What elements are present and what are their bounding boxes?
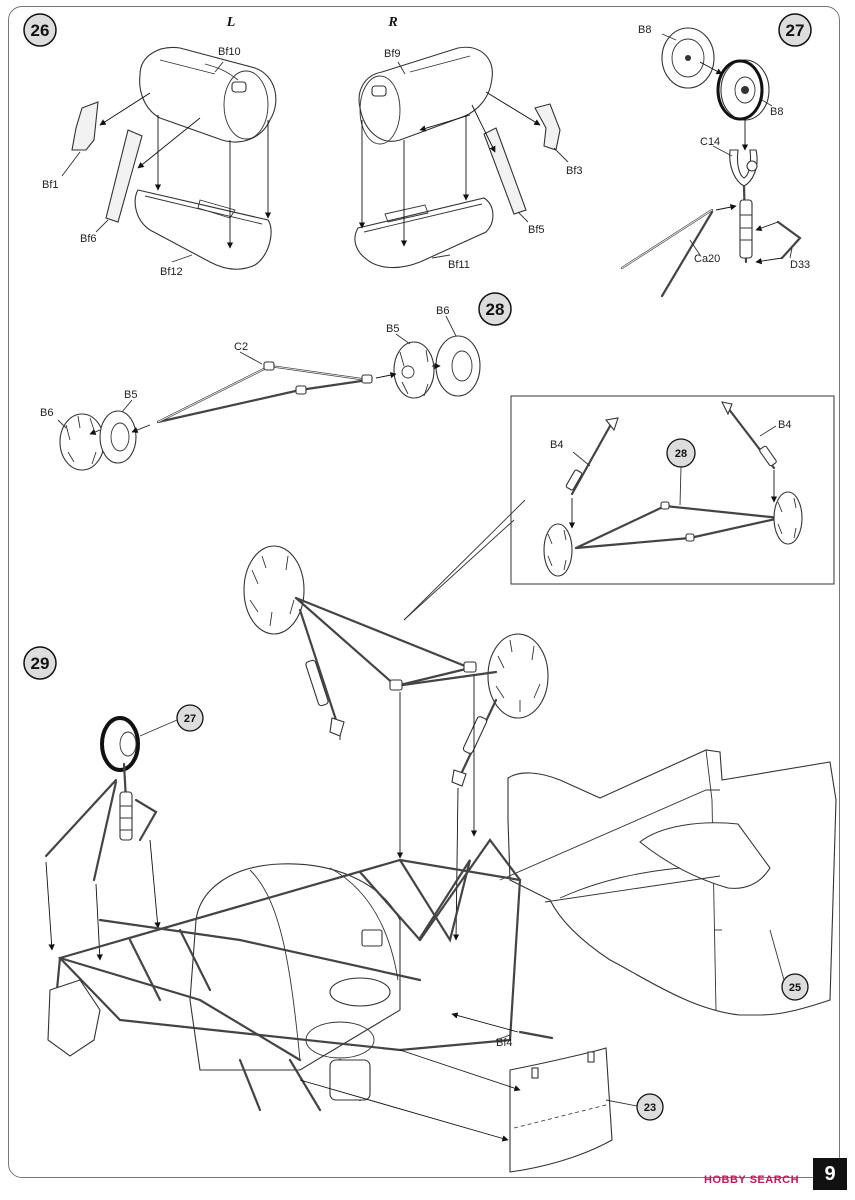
ref-27-badge <box>176 704 204 732</box>
part-bf3 <box>534 103 561 151</box>
part-bf1 <box>71 101 99 151</box>
tail-fork-c14 <box>729 149 758 187</box>
label-b5-right: B5 <box>386 323 399 335</box>
label-bf3: Bf3 <box>566 165 583 177</box>
left-wheel-b6 <box>59 413 105 471</box>
step-28-number: 28 <box>486 300 505 319</box>
step-29: 29 <box>23 545 837 1173</box>
inset-wheel-right <box>773 491 803 545</box>
step-29-number: 29 <box>31 654 50 673</box>
tank-lower-left-bf12 <box>134 189 272 270</box>
axle-c2 <box>156 361 373 424</box>
label-bf9: Bf9 <box>384 48 401 60</box>
label-b8-hub: B8 <box>638 24 651 36</box>
step-28: 28 <box>40 292 512 471</box>
tank-upper-left-bf10 <box>139 46 277 143</box>
ref-27: 27 <box>184 713 196 725</box>
ref-23-badge <box>636 1093 664 1121</box>
inset-strut-b4-right <box>721 401 777 470</box>
tank-lower-right-bf11 <box>354 197 494 269</box>
label-bf4: Bf4 <box>496 1037 513 1049</box>
step-26-number: 26 <box>31 21 50 40</box>
label-bf1: Bf1 <box>42 179 59 191</box>
step-27-badge <box>778 13 812 47</box>
label-ca20: Ca20 <box>694 253 720 265</box>
page-number: 9 <box>813 1158 847 1190</box>
ref-23: 23 <box>644 1102 656 1114</box>
right-side-label: R <box>387 15 397 30</box>
inset-strut-b4-left <box>565 417 619 496</box>
part-bf4 <box>518 1030 554 1040</box>
label-bf12: Bf12 <box>160 266 183 278</box>
label-bf5: Bf5 <box>528 224 545 236</box>
label-bf11: Bf11 <box>448 259 470 271</box>
tank-upper-right-bf9 <box>358 46 493 145</box>
tail-wheel-assembly <box>44 716 158 882</box>
label-b6-right: B6 <box>436 305 449 317</box>
label-b8-tyre: B8 <box>770 106 783 118</box>
inset-panel: 28 <box>403 395 835 621</box>
fuselage <box>499 749 837 1016</box>
access-panel <box>509 1047 613 1173</box>
tail-wheel-hub-b8 <box>661 27 715 89</box>
part-bf5 <box>483 127 527 215</box>
step-29-badge <box>23 646 57 680</box>
label-b6-left: B6 <box>40 407 53 419</box>
label-b5-left: B5 <box>124 389 137 401</box>
right-wheel-b6 <box>435 335 481 397</box>
inset-label-b4-left: B4 <box>550 439 563 451</box>
step-26: 26 L R <box>23 13 583 278</box>
fuselage-frame <box>47 838 522 1112</box>
label-bf10: Bf10 <box>218 46 241 58</box>
left-hub-b5 <box>99 410 137 464</box>
ref-25-badge <box>781 973 809 1001</box>
label-c2: C2 <box>234 341 248 353</box>
part-bf6 <box>105 129 143 223</box>
inset-label-b4-right: B4 <box>778 419 791 431</box>
ref-25: 25 <box>789 982 801 994</box>
step-27-number: 27 <box>786 21 805 40</box>
main-gear-assembly <box>243 545 549 787</box>
page-frame <box>8 6 840 1178</box>
left-side-label: L <box>226 15 236 30</box>
tail-wheel-tyre-b8 <box>716 59 770 121</box>
step-28-badge <box>478 292 512 326</box>
inset-ref-28: 28 <box>675 448 687 460</box>
label-bf6: Bf6 <box>80 233 97 245</box>
step-26-badge <box>23 13 57 47</box>
label-d33: D33 <box>790 259 810 271</box>
inset-wheel-left <box>543 523 573 577</box>
right-hub-b5 <box>393 341 435 399</box>
step-27: 27 <box>620 13 812 298</box>
label-c14: C14 <box>700 136 720 148</box>
watermark-logo: HOBBY SEARCH <box>704 1174 800 1186</box>
